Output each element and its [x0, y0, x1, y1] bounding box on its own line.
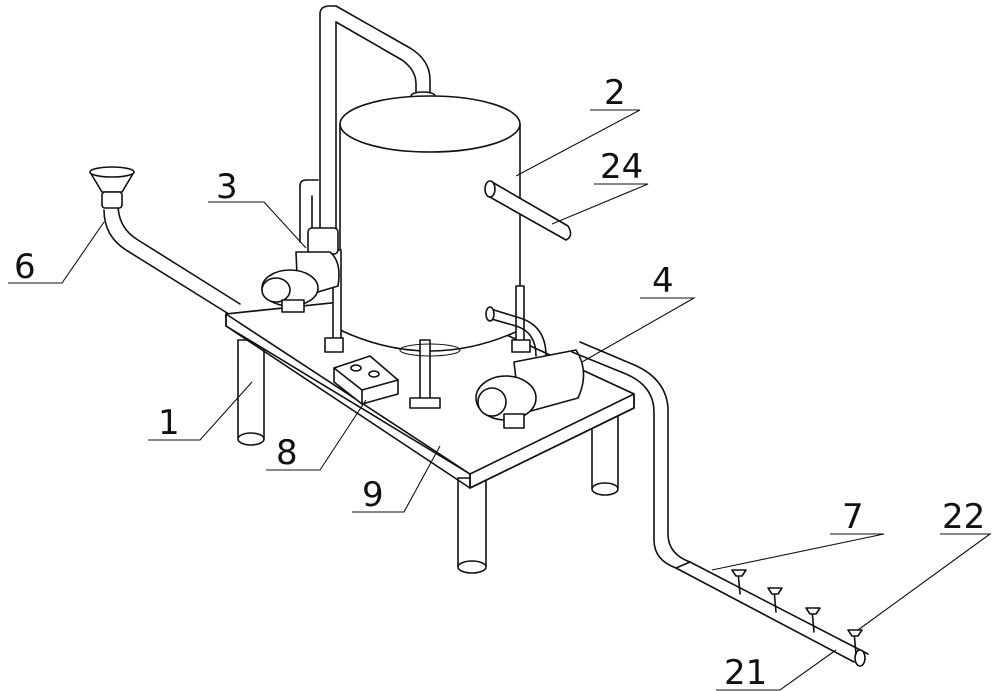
- side-pipe: [484, 180, 572, 241]
- label-7: 7: [842, 497, 864, 537]
- table-legs: [237, 339, 619, 574]
- label-3: 3: [216, 167, 238, 207]
- label-9: 9: [362, 475, 384, 515]
- label-21: 21: [724, 653, 767, 691]
- label-22: 22: [942, 497, 985, 537]
- part-labels: 6 3 2 24 4 1 8 9 7 22 21: [14, 73, 985, 691]
- pump-4: [475, 306, 585, 429]
- tank: [324, 95, 531, 409]
- label-6: 6: [14, 247, 36, 287]
- label-8: 8: [276, 433, 298, 473]
- outlet-pipe: [571, 341, 869, 667]
- pump-3: [261, 179, 340, 313]
- leader-lines: [8, 109, 992, 691]
- spray-nozzles: [731, 569, 863, 655]
- label-4: 4: [652, 261, 674, 301]
- label-24: 24: [600, 147, 643, 187]
- control-box: [333, 355, 399, 405]
- inlet-pipe: [89, 166, 241, 317]
- label-1: 1: [158, 403, 180, 443]
- label-2: 2: [604, 73, 626, 113]
